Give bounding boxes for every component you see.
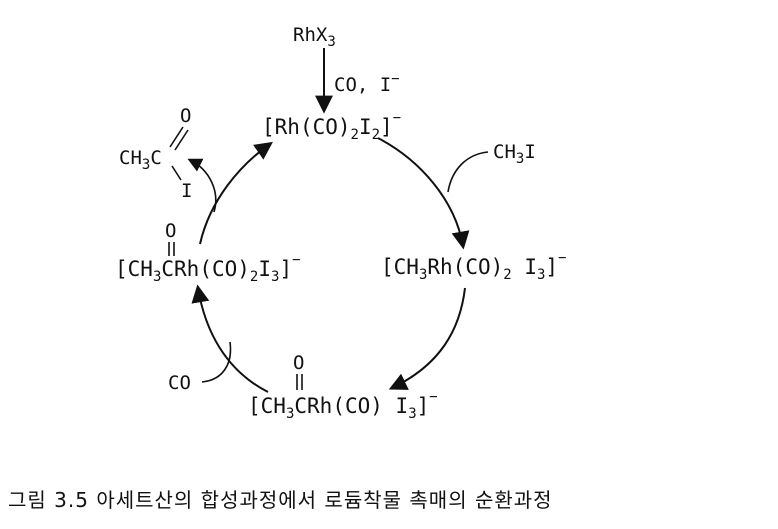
figure-caption: 그림 3.5 아세트산의 합성과정에서 로듐착물 촉매의 순환과정	[8, 488, 553, 512]
acetyl-iodine: I	[181, 180, 192, 202]
complex-acyl-rh-co-i3: [CH3CRh(CO) I3]−	[248, 389, 438, 422]
acetyl-double-bond-a	[169, 126, 184, 148]
arrow-co-insertion	[191, 284, 269, 393]
co-iodide-reagent: CO, I−	[334, 71, 400, 96]
complex-rh-co2-i2: [Rh(CO)2I2]−	[262, 110, 401, 143]
acetyl-iodide-release-curve	[187, 158, 217, 213]
oxygen-bottom-complex: O	[293, 352, 304, 374]
methyl-iodide-label: CH3I	[493, 141, 536, 167]
acetyl-oxygen: O	[180, 105, 191, 127]
precursor-label: RhX3	[293, 24, 336, 50]
complex-acyl-rh-co2-i3: [CH3CRh(CO)2I3]−	[115, 252, 301, 285]
complex-ch3rh-co2-i3: [CH3Rh(CO)2 I3]−	[381, 250, 567, 283]
co-label: CO	[168, 372, 191, 394]
acetyl-iodine-bond	[171, 165, 182, 181]
arrow-oxidative-addition	[377, 137, 470, 250]
catalytic-cycle-scheme: RhX3 CO, I− [Rh(CO)2I2]− CH3I [CH3Rh(CO)…	[115, 24, 567, 422]
co-entry-curve	[201, 341, 232, 383]
oxygen-left-complex: O	[165, 220, 176, 242]
acetyl-double-bond-b	[174, 129, 189, 151]
acetyl-iodide-label: CH3C	[119, 147, 162, 173]
arrow-migratory-insertion	[388, 287, 466, 390]
arrow-reductive-elimination	[199, 141, 273, 245]
methyl-iodide-entry-curve	[447, 151, 489, 193]
